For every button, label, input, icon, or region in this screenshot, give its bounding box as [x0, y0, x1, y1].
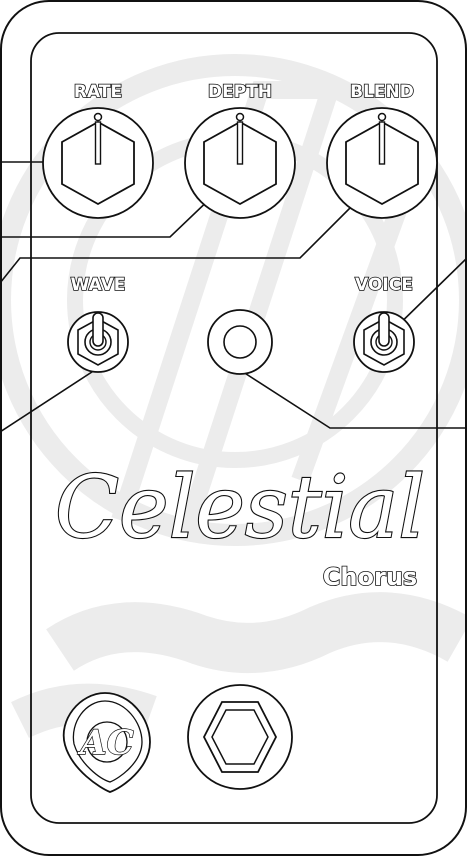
- status-led: [208, 310, 272, 374]
- knob-label-rate: RATE: [74, 82, 122, 102]
- switch-label-wave: WAVE: [71, 275, 126, 295]
- brand-name: Celestial: [55, 458, 425, 558]
- knob-label-blend: BLEND: [350, 82, 414, 102]
- pick-logo: AC: [64, 693, 150, 792]
- brand-subtitle: Chorus: [323, 563, 417, 591]
- toggle-wave[interactable]: WAVE: [68, 275, 128, 372]
- knob-label-depth: DEPTH: [208, 82, 272, 102]
- toggle-voice[interactable]: VOICE: [354, 275, 414, 372]
- pick-logo-text: AC: [77, 723, 133, 763]
- switch-label-voice: VOICE: [355, 275, 413, 295]
- footswitch[interactable]: [188, 685, 292, 789]
- knob-depth[interactable]: DEPTH: [185, 82, 295, 218]
